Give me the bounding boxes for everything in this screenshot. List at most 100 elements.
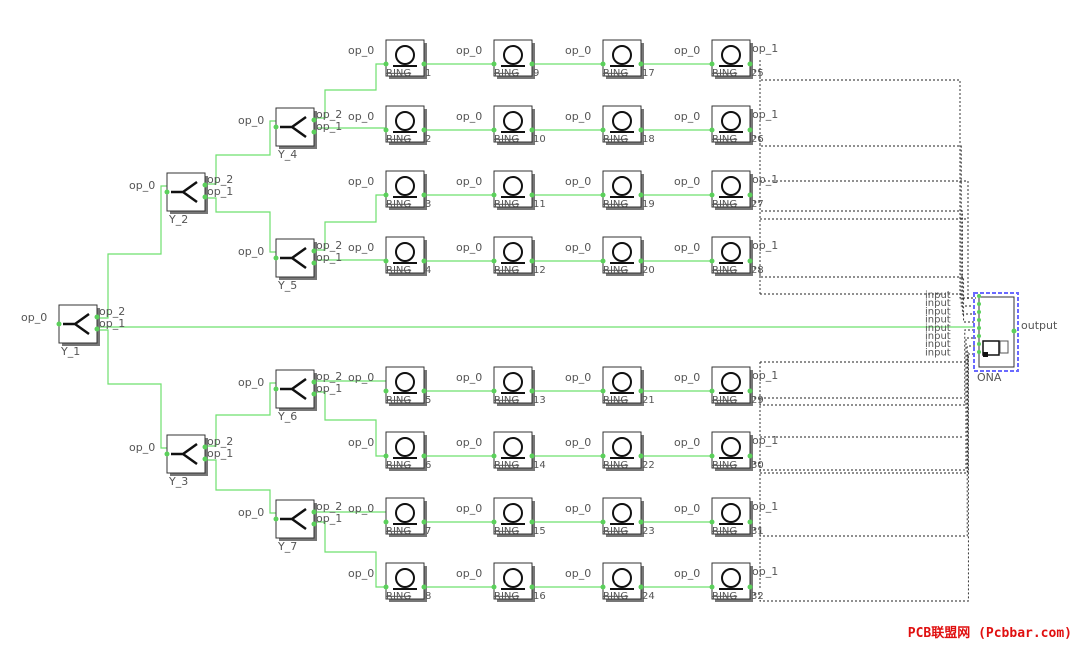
port-dot [491, 388, 497, 394]
port-dot [164, 189, 170, 195]
splitter-icon [280, 507, 307, 531]
ring-resonator-icon [503, 111, 523, 131]
port-dot [638, 388, 644, 394]
splitter-icon [280, 377, 307, 401]
splitter-icon [280, 115, 307, 139]
port-dot [56, 321, 62, 327]
ring-resonator-icon [612, 568, 632, 588]
splitter-icon [171, 442, 198, 466]
port-dot [311, 129, 317, 135]
ring-resonator-icon [395, 568, 415, 588]
ring-resonator-icon [395, 372, 415, 392]
ona-input-label: input [925, 290, 951, 301]
ring-number-label: 6 [425, 460, 431, 471]
port-dot [311, 379, 317, 385]
ring-type-label: RING [603, 591, 628, 602]
ring-number-label: 15 [533, 526, 546, 537]
ring-type-label: RING [386, 199, 411, 210]
waveguide-wire [206, 382, 276, 447]
splitter-port-in: op_0 [129, 179, 155, 192]
ring-resonator-icon [612, 111, 632, 131]
port-dot [421, 584, 427, 590]
splitter-icon [171, 180, 198, 204]
waveguide-wire [206, 459, 276, 514]
ring-port-in: op_0 [456, 44, 482, 57]
port-dot [529, 192, 535, 198]
ona-screen-icon-detail [983, 352, 988, 357]
port-dot [311, 117, 317, 123]
ring-resonator-icon [395, 503, 415, 523]
ring-type-label: RING [386, 591, 411, 602]
splitter-label: Y_1 [60, 345, 80, 358]
ring-number-label: 30 [751, 460, 764, 471]
ona-knob-icon [999, 340, 1009, 354]
port-dot [977, 294, 981, 298]
ring-port-in: op_0 [456, 371, 482, 384]
splitter-icon [280, 246, 307, 270]
ring-type-label: RING [494, 526, 519, 537]
ring-type-label: RING [603, 460, 628, 471]
splitter-label: Y_4 [277, 148, 297, 161]
feedback-line [750, 345, 976, 537]
ring-number-label: 9 [533, 68, 539, 79]
splitter-port-out-bottom: op_1 [316, 120, 342, 133]
ring-port-out: op_1 [752, 434, 778, 447]
splitter-port-out-bottom: op_1 [316, 251, 342, 264]
ring-port-out: op_1 [752, 108, 778, 121]
ona-screen-icon [982, 340, 1000, 356]
waveguide-wire [206, 197, 276, 253]
ring-resonator-icon [721, 503, 741, 523]
ring-resonator-icon [721, 242, 741, 262]
ring-type-label: RING [603, 134, 628, 145]
ona-input-label: input [925, 323, 951, 334]
ring-type-label: RING [603, 395, 628, 406]
splitter-label: Y_7 [277, 540, 297, 553]
port-dot [600, 519, 606, 525]
ring-type-label: RING [603, 68, 628, 79]
port-dot [311, 248, 317, 254]
port-dot [747, 453, 753, 459]
waveguide-wire [315, 63, 386, 119]
ring-number-label: 14 [533, 460, 546, 471]
port-dot [529, 453, 535, 459]
ring-number-label: 21 [642, 395, 655, 406]
ring-resonator-icon [612, 45, 632, 65]
splitter-port-in: op_0 [238, 245, 264, 258]
ring-number-label: 25 [751, 68, 764, 79]
ona-selection-border [973, 292, 1019, 372]
splitter-port-in: op_0 [238, 506, 264, 519]
ring-number-label: 24 [642, 591, 655, 602]
port-dot [311, 509, 317, 515]
feedback-line [760, 352, 969, 474]
ring-port-in: op_0 [674, 44, 700, 57]
port-dot [709, 453, 715, 459]
port-dot [202, 182, 208, 188]
ring-port-in: op_0 [565, 241, 591, 254]
ring-number-label: 12 [533, 265, 546, 276]
port-dot [747, 61, 753, 67]
ring-port-in: op_0 [348, 436, 374, 449]
port-dot [747, 388, 753, 394]
ring-number-label: 27 [751, 199, 764, 210]
splitter-port-out-top: op_2 [207, 173, 233, 186]
ring-number-label: 17 [642, 68, 655, 79]
port-dot [421, 453, 427, 459]
ring-resonator-icon [503, 503, 523, 523]
port-dot [421, 61, 427, 67]
port-dot [383, 258, 389, 264]
ring-resonator-icon [612, 372, 632, 392]
port-dot [491, 127, 497, 133]
port-dot [529, 388, 535, 394]
ring-number-label: 16 [533, 591, 546, 602]
ring-type-label: RING [494, 199, 519, 210]
